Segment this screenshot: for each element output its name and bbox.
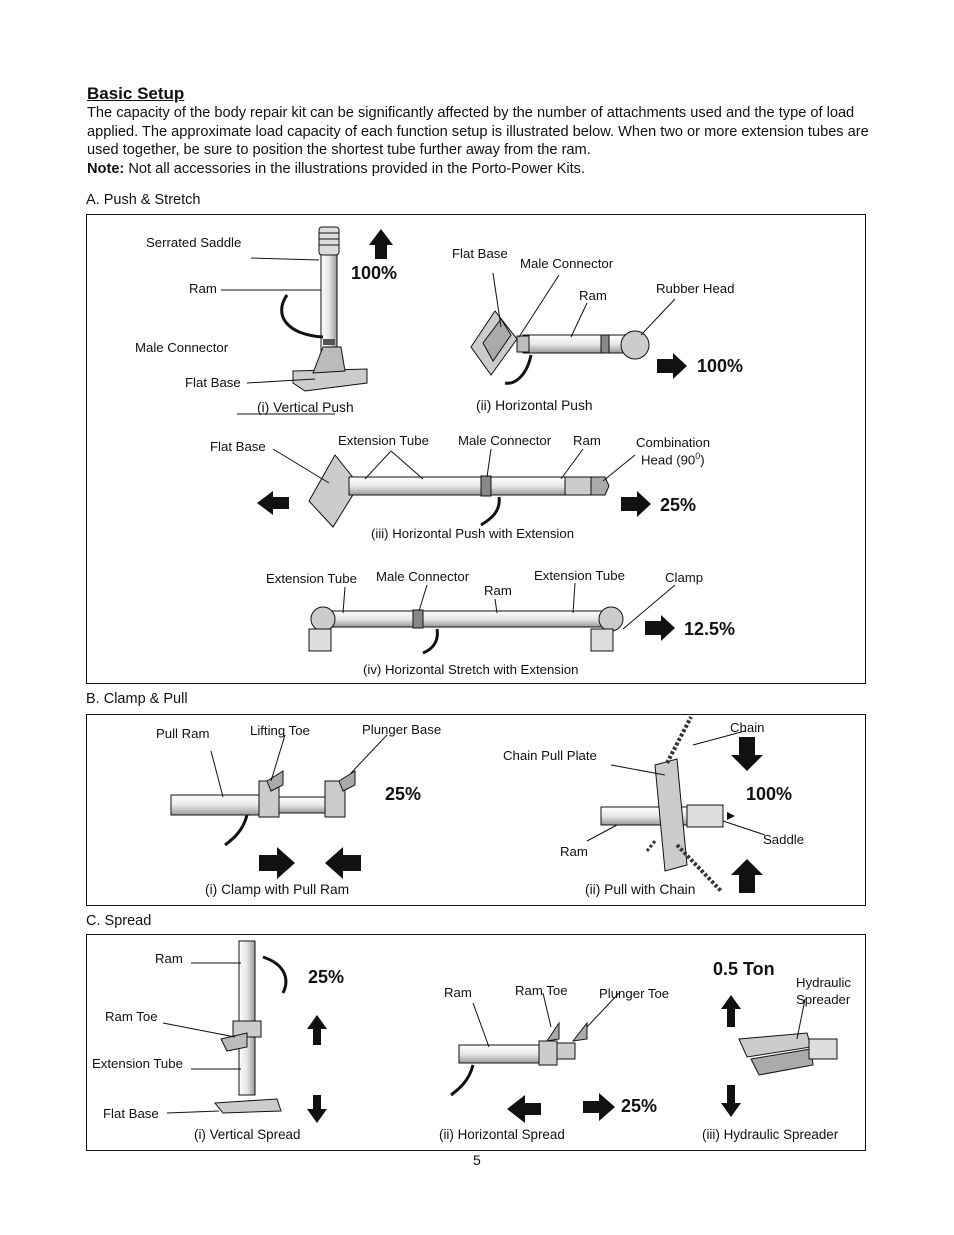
label-hydraulic-1: Hydraulic	[796, 975, 851, 990]
label-ram-toe: Ram Toe	[515, 983, 568, 998]
capacity-horizontal-spread: 25%	[621, 1096, 658, 1116]
capacity-pull-chain: 100%	[746, 784, 793, 804]
intro-paragraph: The capacity of the body repair kit can …	[87, 105, 869, 159]
capacity-push-extension: 25%	[660, 495, 697, 515]
arrow-down-icon	[721, 1085, 741, 1117]
label-plunger-base: Plunger Base	[362, 722, 442, 737]
caption-horizontal-spread: (ii) Horizontal Spread	[439, 1127, 565, 1142]
label-lifting-toe: Lifting Toe	[250, 723, 310, 738]
capacity-hydraulic-spreader: 0.5 Ton	[713, 959, 775, 979]
label-serrated-saddle: Serrated Saddle	[146, 235, 242, 250]
section-a-panel: Serrated Saddle Ram Male Connector Flat …	[86, 214, 866, 684]
horizontal-push-figure	[470, 272, 676, 385]
intro-block: The capacity of the body repair kit can …	[87, 104, 877, 179]
capacity-vertical-spread: 25%	[308, 967, 345, 987]
label-extension-tube-left: Extension Tube	[266, 571, 357, 586]
arrow-left-icon	[325, 847, 361, 879]
label-combination-head-1: Combination	[636, 435, 711, 450]
label-flat-base: Flat Base	[452, 246, 508, 261]
arrow-up-icon	[731, 859, 763, 893]
section-a-title: A. Push & Stretch	[86, 192, 201, 208]
clamp-pull-figure	[170, 734, 388, 847]
label-clamp: Clamp	[665, 570, 704, 585]
section-c-title: C. Spread	[86, 913, 152, 929]
arrow-right-icon	[621, 491, 651, 517]
arrow-up-icon	[369, 229, 393, 259]
label-ram: Ram	[189, 281, 217, 296]
label-pull-ram: Pull Ram	[156, 726, 210, 741]
pull-chain-figure	[586, 716, 766, 893]
label-hydraulic-2: Spreader	[796, 992, 851, 1007]
label-combination-head-2: Head (900)	[641, 451, 705, 468]
caption-clamp-pull: (i) Clamp with Pull Ram	[205, 882, 350, 897]
arrow-left-icon	[507, 1095, 541, 1123]
caption-pull-chain: (ii) Pull with Chain	[585, 882, 696, 897]
arrow-up-icon	[721, 995, 741, 1027]
caption-vertical-push: (i) Vertical Push	[257, 400, 354, 415]
label-extension-tube: Extension Tube	[92, 1056, 183, 1071]
page-title: Basic Setup	[87, 84, 185, 103]
label-flat-base: Flat Base	[210, 439, 266, 454]
label-ram: Ram	[155, 951, 183, 966]
label-ram: Ram	[579, 288, 607, 303]
label-male-connector: Male Connector	[520, 256, 614, 271]
label-male-connector: Male Connector	[135, 340, 229, 355]
label-plunger-toe: Plunger Toe	[599, 986, 670, 1001]
arrow-down-icon	[307, 1095, 327, 1123]
section-c-panel: Ram 25% Ram Toe Extension Tube Flat Base…	[86, 934, 866, 1151]
label-male-connector: Male Connector	[458, 433, 552, 448]
label-flat-base: Flat Base	[103, 1106, 159, 1121]
section-b-title: B. Clamp & Pull	[86, 691, 188, 707]
note-text: Not all accessories in the illustrations…	[128, 161, 586, 178]
note-label: Note:	[87, 161, 125, 178]
label-ram: Ram	[444, 985, 472, 1000]
label-chain: Chain	[730, 720, 765, 735]
capacity-horizontal-push: 100%	[697, 356, 744, 376]
arrow-down-icon	[731, 737, 763, 771]
label-extension-tube: Extension Tube	[338, 433, 429, 448]
stretch-extension-figure	[308, 582, 676, 655]
caption-hydraulic-spreader: (iii) Hydraulic Spreader	[702, 1127, 839, 1142]
label-ram: Ram	[560, 844, 588, 859]
arrow-right-icon	[259, 847, 295, 879]
label-ram: Ram	[573, 433, 601, 448]
label-ram-toe: Ram Toe	[105, 1009, 158, 1024]
capacity-clamp-pull: 25%	[385, 784, 422, 804]
label-extension-tube-right: Extension Tube	[534, 568, 625, 583]
caption-stretch-extension: (iv) Horizontal Stretch with Extension	[363, 662, 579, 677]
label-flat-base: Flat Base	[185, 375, 241, 390]
arrow-up-icon	[307, 1015, 327, 1045]
spread-illustrations	[162, 940, 838, 1123]
arrow-right-icon	[583, 1093, 615, 1121]
note-line: Note: Not all accessories in the illustr…	[87, 160, 877, 179]
arrow-right-icon	[645, 615, 675, 641]
vertical-push-figure	[221, 226, 368, 415]
label-male-connector: Male Connector	[376, 569, 470, 584]
label-chain-pull-plate: Chain Pull Plate	[503, 748, 597, 763]
label-saddle: Saddle	[763, 832, 805, 847]
horizontal-spread-figure	[450, 992, 620, 1097]
clamp-pull-illustrations	[170, 716, 766, 893]
arrow-left-icon	[257, 491, 289, 515]
push-extension-figure	[272, 448, 636, 528]
push-stretch-illustrations	[221, 226, 687, 655]
capacity-vertical-push: 100%	[351, 263, 398, 283]
label-rubber-head: Rubber Head	[656, 281, 735, 296]
caption-horizontal-push: (ii) Horizontal Push	[476, 398, 593, 413]
vertical-spread-figure	[162, 940, 288, 1114]
hydraulic-spreader-figure	[738, 998, 838, 1076]
caption-vertical-spread: (i) Vertical Spread	[194, 1127, 301, 1142]
arrow-right-icon	[657, 353, 687, 379]
page-number: 5	[473, 1152, 481, 1168]
section-b-panel: Pull Ram Lifting Toe Plunger Base 25% (i…	[86, 714, 866, 906]
label-ram: Ram	[484, 583, 512, 598]
capacity-stretch-extension: 12.5%	[684, 619, 736, 639]
caption-push-extension: (iii) Horizontal Push with Extension	[371, 526, 575, 541]
